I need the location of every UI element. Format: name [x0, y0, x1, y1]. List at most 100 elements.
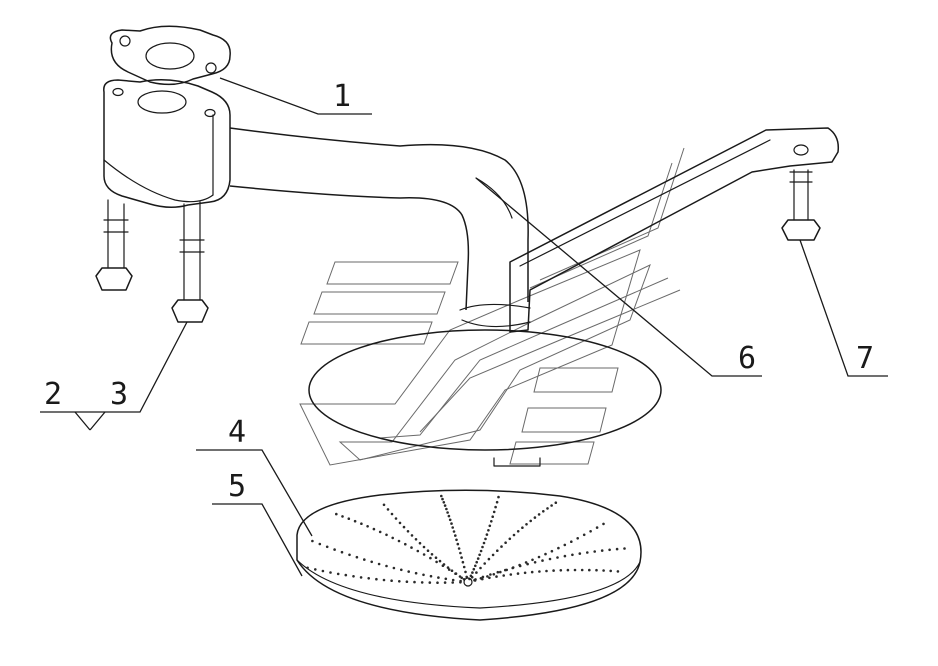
screen-rib-dot	[378, 530, 382, 534]
screen-rim	[296, 559, 641, 609]
screen-rib-dot	[521, 526, 524, 529]
screen-rib-dot	[325, 545, 329, 549]
screen-rib-dot	[375, 577, 378, 581]
screen-rib-dot	[451, 578, 455, 582]
screen-rib-dot	[487, 557, 491, 561]
screen-rib-dot	[544, 552, 547, 556]
screen-rib-dot	[502, 574, 506, 577]
leader-tick	[89, 411, 106, 431]
screen-rib-dot	[602, 522, 605, 526]
screen-rib-dot	[426, 549, 430, 552]
screen-rib-dot	[512, 533, 516, 537]
watermark-line	[539, 147, 685, 281]
screen-rib-dot	[541, 559, 544, 562]
screen-rib-dot	[333, 548, 336, 551]
screen-rib-dot	[529, 519, 532, 523]
suction-pipe-part-6	[103, 79, 662, 467]
pipe-bottom-contour	[229, 185, 470, 311]
screen-outline	[296, 489, 642, 621]
screen-rib-dot	[556, 556, 559, 559]
leader-line-6	[475, 177, 762, 377]
screen-rib-dot	[552, 569, 555, 572]
screen-rib-dot	[576, 537, 579, 540]
screen-rib-dot	[451, 581, 455, 584]
screen-rib-dot	[499, 570, 502, 574]
screen-rib-dot	[462, 565, 466, 569]
flange-bolt-hole	[204, 108, 216, 118]
screen-rib-dot	[523, 571, 527, 575]
screen-rib-dot	[542, 510, 545, 513]
screen-rib-dot	[385, 564, 388, 568]
screen-rib-dot	[537, 513, 541, 516]
screen-rib-dot	[459, 581, 462, 584]
leader-tick	[74, 411, 91, 431]
screen-rib-dot	[476, 557, 480, 560]
leader-line-3	[40, 321, 188, 413]
screen-rib-dot	[486, 575, 489, 578]
screen-rib-dot	[454, 572, 458, 575]
screen-rib-dot	[458, 575, 462, 578]
gasket-bolt-hole	[119, 35, 131, 47]
screen-rib-dot	[440, 494, 443, 498]
screen-rib-dot	[430, 553, 434, 556]
screen-rib-dot	[608, 548, 611, 552]
screen-rib-dot	[444, 577, 448, 581]
screen-rib-dot	[571, 553, 574, 557]
screen-rib-dot	[450, 569, 454, 572]
screen-rib-dot	[441, 497, 444, 501]
screen-rib-dot	[615, 547, 619, 551]
screen-rib-dot	[400, 568, 403, 572]
watermark-bar	[326, 261, 459, 285]
screen-rib-dot	[481, 545, 484, 549]
screen-rib-dot	[473, 579, 477, 582]
screen-rib-dot	[429, 574, 433, 578]
screen-rib-dot	[390, 579, 393, 582]
screen-rib-dot	[370, 560, 374, 564]
bolt-part-7	[781, 169, 821, 241]
screen-rib-dot	[526, 562, 529, 566]
gasket-outline	[109, 25, 231, 86]
screen-rib-dot	[416, 549, 420, 553]
screen-rib-dot	[392, 566, 396, 570]
pipe-top-contour	[229, 127, 529, 302]
screen-rib-dot	[538, 570, 541, 573]
screen-rib-dot	[451, 526, 455, 529]
bolt-shank	[183, 201, 201, 301]
screen-rib-dot	[445, 507, 448, 511]
screen-rib-dot	[447, 514, 451, 518]
screen-rib-dot	[504, 541, 507, 544]
leader-line-1	[219, 77, 372, 115]
screen-rib-dot	[488, 524, 492, 528]
flange-bore	[137, 90, 187, 114]
screen-rib-dot	[531, 558, 534, 562]
screen-rib-dot	[418, 541, 422, 545]
screen-rib-dot	[402, 525, 406, 529]
screen-rib-dot	[367, 577, 371, 580]
pipe-collar	[459, 303, 531, 311]
screen-rib-dot	[442, 563, 446, 566]
watermark-logo	[299, 147, 685, 466]
screen-rib-dot	[509, 573, 513, 576]
watermark-bar	[509, 441, 595, 465]
screen-rib-dot	[398, 580, 401, 583]
screen-rib-dot	[490, 520, 493, 523]
screen-rib-dot	[508, 537, 512, 541]
screen-rib-dot	[438, 559, 442, 563]
screen-rib-dot	[494, 505, 497, 509]
screen-rib-dot	[457, 547, 461, 550]
watermark-bar	[313, 291, 446, 315]
screen-rib-dot	[563, 554, 567, 558]
callout-1: 1	[333, 79, 351, 114]
screen-rib-dot	[500, 545, 503, 548]
leader-line-4	[196, 449, 313, 537]
screen-rib-dot	[481, 575, 485, 579]
screen-rib-dot	[360, 522, 363, 525]
screen-rib-dot	[582, 533, 586, 537]
bolt-washer	[103, 219, 129, 233]
screen-rib-dot	[428, 581, 432, 584]
screen-rib-dot	[589, 530, 592, 533]
screen-rib-dot	[454, 534, 457, 537]
screen-rib-dot	[600, 549, 604, 552]
leader-line-5	[212, 503, 303, 577]
